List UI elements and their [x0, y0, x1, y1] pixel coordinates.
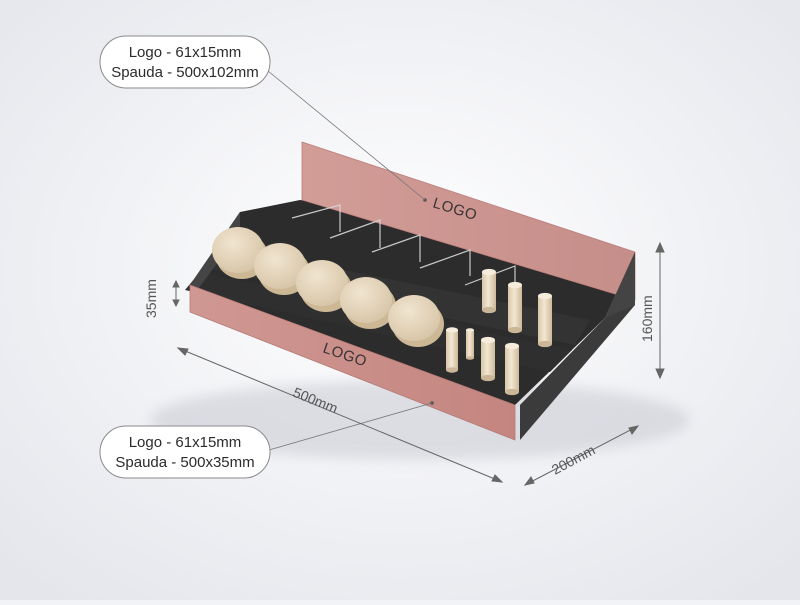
right-side-wall — [520, 252, 635, 440]
front-height-dimension-label: 35mm — [143, 279, 159, 318]
top-callout-leader — [261, 65, 426, 201]
front-print-strip — [189, 284, 516, 441]
stick-product — [481, 336, 495, 382]
stick-product — [508, 281, 522, 334]
depth-dimension-line — [523, 425, 640, 486]
width-dimension-line — [176, 347, 504, 483]
bottom-callout-bubble — [99, 425, 271, 479]
round-product — [388, 295, 444, 347]
bottom-callout-line2: Spauda - 500x35mm — [115, 454, 254, 471]
stick-products — [446, 268, 552, 396]
round-product — [340, 277, 396, 329]
stick-product — [446, 327, 458, 373]
top-callout-line1: Logo - 61x15mm — [129, 44, 242, 61]
height-dimension-line — [655, 241, 665, 380]
round-product — [296, 260, 352, 312]
stick-product — [505, 342, 519, 396]
floor-shadow — [150, 380, 690, 460]
bottom-callout-leader — [261, 402, 433, 453]
bottom-callout-line1: Logo - 61x15mm — [129, 434, 242, 451]
stick-product — [482, 268, 496, 314]
top-callout-bubble — [99, 35, 271, 89]
height-dimension-label: 160mm — [639, 295, 655, 342]
round-products — [212, 227, 444, 347]
stick-product — [466, 328, 474, 360]
front-height-dimension-line — [172, 279, 180, 308]
top-callout-line2: Spauda - 500x102mm — [111, 64, 259, 81]
stick-product — [538, 292, 552, 348]
right-side-bevel — [605, 252, 635, 318]
